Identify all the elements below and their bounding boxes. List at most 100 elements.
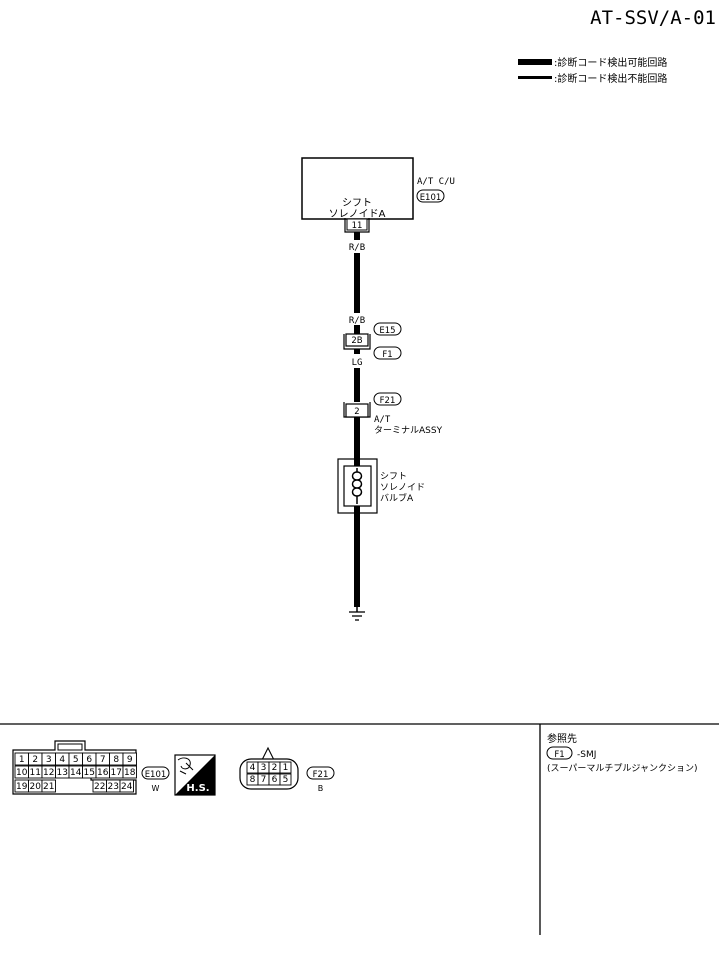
e101-code: E101 xyxy=(145,770,167,780)
connector-pin-number: 6 xyxy=(272,775,278,785)
terminal-pin-11 xyxy=(346,218,368,231)
hs-label: H.S. xyxy=(186,783,209,794)
connector-pin-number: 1 xyxy=(19,755,25,765)
connector-pin-number: 16 xyxy=(97,768,109,778)
legend-thick-label: :診断コード検出可能回路 xyxy=(554,56,667,69)
junction-connector: 2B E15 F1 xyxy=(343,322,402,360)
connector-pin-number: 23 xyxy=(108,782,119,792)
junction-pin: 2B xyxy=(351,336,362,346)
connector-pin-number: 15 xyxy=(84,768,95,778)
reference-panel: 参照先 F1 -SMJ (スーパーマルチプルジャンクション) xyxy=(546,732,697,774)
connector-pin-number: 22 xyxy=(94,782,105,792)
connector-pin-number: 5 xyxy=(73,755,79,765)
control-unit: A/T C/U E101 シフト ソレノイドA 11 xyxy=(301,157,455,233)
connector-badge-f21 xyxy=(373,392,402,406)
connector-pin-number: 1 xyxy=(283,763,289,773)
wire-segment-2 xyxy=(354,253,360,313)
connector-badge-f21-face xyxy=(306,766,335,780)
connector-pin-number: 8 xyxy=(250,775,256,785)
wire-color-top: R/B xyxy=(349,243,365,253)
connector-pin-cell xyxy=(122,765,137,779)
connector-pin-number: 20 xyxy=(30,782,42,792)
reference-connector-badge xyxy=(546,746,573,760)
terminal-assy: F21 2 A/T ターミナルASSY xyxy=(343,392,443,436)
connector-pin-number: 10 xyxy=(16,768,28,778)
connector-pin-number: 17 xyxy=(111,768,122,778)
page-id: AT-SSV/A-01 xyxy=(590,7,716,29)
connector-pin-number: 24 xyxy=(121,782,133,792)
reference-suffix: -SMJ xyxy=(577,750,596,760)
connector-code-e101: E101 xyxy=(420,193,442,203)
connector-code-e15: E15 xyxy=(379,326,395,336)
connector-pin-number: 12 xyxy=(43,768,54,778)
connector-pin-number: 7 xyxy=(100,755,106,765)
harness-icon xyxy=(177,757,194,775)
f21-color: B xyxy=(318,784,324,793)
solenoid-label-line3: バルブA xyxy=(380,492,414,504)
connector-pin-cell xyxy=(41,779,56,793)
connector-pin-number: 8 xyxy=(113,755,119,765)
e101-notch xyxy=(57,743,83,751)
connector-pin-number: 19 xyxy=(16,782,28,792)
solenoid-lead-bottom xyxy=(354,506,360,513)
solenoid-label-line1: シフト xyxy=(380,472,407,482)
connector-code-f1: F1 xyxy=(382,350,392,360)
connector-pin-number: 18 xyxy=(124,768,136,778)
control-unit-name: A/T C/U xyxy=(417,177,455,187)
connector-pin-number: 3 xyxy=(46,755,52,765)
connector-pin-cell xyxy=(122,752,137,766)
connector-pin-number: 2 xyxy=(272,763,278,773)
wire-segment-1 xyxy=(354,232,360,240)
connector-pin-number: 13 xyxy=(57,768,68,778)
terminal-assy-pin: 2 xyxy=(354,407,359,417)
hs-badge: H.S. xyxy=(174,754,216,796)
wire-color-mid-upper: R/B xyxy=(349,316,365,326)
wire-segment-5 xyxy=(354,368,360,402)
terminal-name-line1: シフト xyxy=(342,198,372,209)
legend: :診断コード検出可能回路 :診断コード検出不能回路 xyxy=(518,56,667,85)
terminal-assy-label-line2: ターミナルASSY xyxy=(374,425,443,436)
f21-code: F21 xyxy=(313,770,329,780)
wire-color-mid-lower: LG xyxy=(352,358,363,368)
connector-badge-f1 xyxy=(373,346,402,360)
wire-segment-3 xyxy=(354,325,360,334)
connector-pin-number: 3 xyxy=(261,763,267,773)
connector-pin-number: 2 xyxy=(32,755,38,765)
connector-badge-e101 xyxy=(416,189,445,203)
hs-badge-fill xyxy=(175,755,215,795)
legend-thin-line xyxy=(518,76,552,79)
connector-pin-number: 21 xyxy=(43,782,54,792)
terminal-name-line2: ソレノイドA xyxy=(329,209,386,220)
solenoid-lead-top xyxy=(354,459,360,466)
legend-thick-line xyxy=(518,59,552,65)
connector-pin-number: 11 xyxy=(30,768,41,778)
wire-segment-6 xyxy=(354,417,360,459)
connector-pin-number: 6 xyxy=(86,755,92,765)
f21-latch-icon xyxy=(261,746,275,761)
terminal-assy-label-line1: A/T xyxy=(374,415,391,425)
connector-badge-e15 xyxy=(373,322,402,336)
connector-pin-number: 4 xyxy=(59,755,65,765)
connector-pin-number: 4 xyxy=(250,763,256,773)
terminal-no-11: 11 xyxy=(352,221,363,231)
connector-pin-cell xyxy=(119,779,134,793)
connector-pin-number: 7 xyxy=(261,775,267,785)
reference-description: (スーパーマルチプルジャンクション) xyxy=(547,763,697,774)
connector-pin-number: 14 xyxy=(70,768,82,778)
ground-icon xyxy=(349,606,365,621)
wire-segment-7 xyxy=(354,513,360,607)
connector-pin-number: 9 xyxy=(127,755,133,765)
junction-pin-box xyxy=(345,333,369,347)
reference-code: F1 xyxy=(554,750,564,760)
reference-title: 参照先 xyxy=(547,732,577,745)
solenoid-label-line2: ソレノイド xyxy=(380,483,425,493)
connector-badge-e101-face xyxy=(141,766,170,780)
legend-thin-label: :診断コード検出不能回路 xyxy=(554,72,667,85)
connector-code-f21: F21 xyxy=(380,396,396,406)
e101-color: W xyxy=(152,784,160,793)
